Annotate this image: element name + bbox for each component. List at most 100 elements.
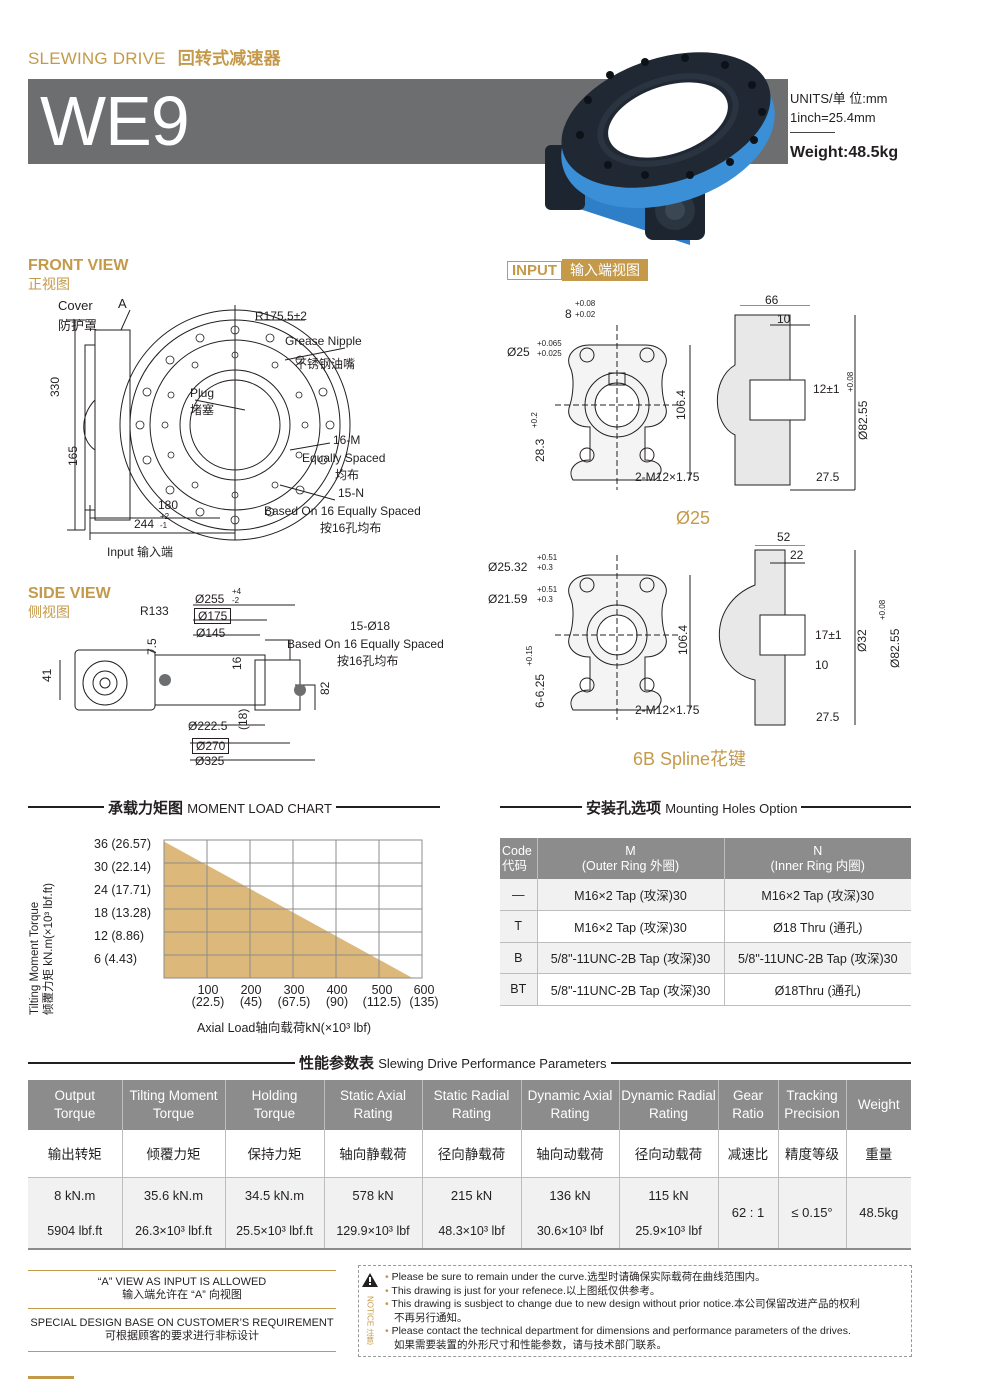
sv-r133: R133 xyxy=(140,604,169,618)
sv-d175: Ø175 xyxy=(194,608,232,624)
ytick-24: 24 (17.71) xyxy=(94,883,151,897)
ytick-30: 30 (22.14) xyxy=(94,860,151,874)
footer-a-view-cn: 输入端允许在 “A” 向视图 xyxy=(122,1289,242,1301)
warning-icon xyxy=(362,1273,378,1287)
ib-d106: 106.4 xyxy=(676,624,690,655)
pt-gear-ratio: 62 : 1 xyxy=(718,1177,779,1250)
series-en: SLEWING DRIVE xyxy=(28,49,166,68)
mt-n: Ø18Thru (通孔) xyxy=(724,973,911,1006)
pt-value-cell: 48.3×10³ lbf xyxy=(422,1213,522,1250)
mt-n: 5/8"-11UNC-2B Tap (攻深)30 xyxy=(724,942,911,974)
sv-d82: 82 xyxy=(318,681,332,695)
ib-d82-up: +0.08 xyxy=(878,599,887,620)
front-view-drawing xyxy=(67,305,351,541)
ytick-6: 6 (4.43) xyxy=(94,952,138,966)
sv-d145: Ø145 xyxy=(196,626,226,640)
footer-rule-mid xyxy=(28,1308,336,1309)
list-item-cont: 如果需要装置的外形尺寸和性能参数，请与技术部门联系。 xyxy=(394,1338,667,1351)
mt-n: Ø18 Thru (通孔) xyxy=(724,910,911,943)
it-d12: 12±1 xyxy=(813,382,840,396)
mt-code: BT xyxy=(500,973,538,1006)
inch-text: 1inch=25.4mm xyxy=(790,110,876,125)
pt-head-cell: Weight xyxy=(846,1080,911,1130)
pt-cn-cell: 轴向动载荷 xyxy=(521,1130,620,1178)
pt-value-cell: 30.6×10³ lbf xyxy=(521,1213,620,1250)
series-cn: 回转式减速器 xyxy=(177,49,281,68)
performance-title-cn: 性能参数表 xyxy=(299,1055,375,1072)
mt-code: B xyxy=(500,942,538,974)
it-thread: 2-M12×1.75 xyxy=(635,470,700,484)
it-d8: 8 xyxy=(565,307,572,321)
fv-based: Based On 16 Equally Spaced xyxy=(264,504,421,518)
mt-code: — xyxy=(500,879,538,911)
ib-caption: 6B Spline花键 xyxy=(633,749,747,769)
mounting-title-cn: 安装孔选项 xyxy=(586,800,662,817)
fv-plug-cn: 堵塞 xyxy=(190,403,215,417)
pt-cn-cell: 精度等级 xyxy=(778,1130,847,1178)
notice-list: Please be sure to remain under the curve… xyxy=(385,1271,860,1353)
sv-d255-dn: -2 xyxy=(232,596,240,605)
pt-value-cell: 35.6 kN.m xyxy=(122,1177,226,1213)
fv-radius: R175.5±2 xyxy=(255,309,307,323)
it-d106: 106.4 xyxy=(674,389,688,420)
sv-d41: 41 xyxy=(40,668,54,682)
ib-d32: Ø32 xyxy=(855,629,869,652)
pt-value-cell: 578 kN xyxy=(324,1177,423,1213)
mt-head-m: M(Outer Ring 外圈) xyxy=(537,838,725,879)
fv-d244: 244 xyxy=(134,517,155,531)
fv-eq: Equally Spaced xyxy=(302,451,386,465)
units-block: UNITS/单 位:mm 1inch=25.4mm xyxy=(790,89,888,127)
sv-based: Based On 16 Equally Spaced xyxy=(287,637,444,651)
model-name: WE9 xyxy=(40,82,190,160)
mt-m: 5/8"-11UNC-2B Tap (攻深)30 xyxy=(537,942,725,974)
table-row: 输出转矩倾覆力矩保持力矩轴向静载荷径向静载荷轴向动载荷径向动载荷减速比精度等级重… xyxy=(28,1130,911,1178)
ib-d22: 22 xyxy=(790,548,804,562)
moment-chart-yticks: 36 (26.57) 30 (22.14) 24 (17.71) 18 (13.… xyxy=(94,833,151,971)
fv-a: A xyxy=(118,296,127,311)
pt-value-cell: 215 kN xyxy=(422,1177,522,1213)
fv-d244-up: +2 xyxy=(160,512,170,521)
fv-cover: Cover xyxy=(58,298,93,313)
list-item-cont: 不再另行通知。 xyxy=(394,1311,468,1324)
ib-d2532-up: +0.51 xyxy=(537,553,558,562)
ib-d27: 27.5 xyxy=(816,710,840,724)
footer-a-view-en: “A” VIEW AS INPUT IS ALLOWED xyxy=(97,1276,267,1288)
mt-m: M16×2 Tap (攻深)30 xyxy=(537,910,725,943)
mt-m: 5/8"-11UNC-2B Tap (攻深)30 xyxy=(537,973,725,1006)
table-row: T M16×2 Tap (攻深)30 Ø18 Thru (通孔) xyxy=(500,910,911,943)
pt-cn-cell: 轴向静载荷 xyxy=(324,1130,423,1178)
xtick-500: 500(112.5) xyxy=(362,983,402,1009)
table-row: — M16×2 Tap (攻深)30 M16×2 Tap (攻深)30 xyxy=(500,879,911,911)
moment-chart-ylabel-en: Tilting Moment Torque xyxy=(29,901,41,1015)
pt-cn-cell: 径向动载荷 xyxy=(619,1130,719,1178)
page-corner-rule xyxy=(28,1376,74,1379)
it-d10: 10 xyxy=(777,312,791,326)
moment-chart-ylabel: Tilting Moment Torque 倾覆力矩 kN.m(×10³ lbf… xyxy=(28,883,56,1015)
units-text: UNITS/单 位:mm xyxy=(790,91,888,106)
ib-d625: 6-6.25 xyxy=(533,673,547,708)
xtick-100: 100(22.5) xyxy=(191,983,225,1009)
moment-chart-plot xyxy=(163,839,423,979)
ib-d625-up: +0.15 xyxy=(525,645,534,666)
it-d66: 66 xyxy=(765,293,779,307)
it-caption: Ø25 xyxy=(676,508,711,528)
fv-m: 16-M xyxy=(333,433,361,447)
fv-input: Input 输入端 xyxy=(107,545,174,559)
xtick-600: 600(135) xyxy=(409,983,439,1009)
it-d8-dn: +0.02 xyxy=(575,310,596,319)
pt-cn-cell: 输出转矩 xyxy=(28,1130,123,1178)
pt-value-cell: 25.5×10³ lbf.ft xyxy=(225,1213,325,1250)
side-view-drawing xyxy=(59,604,316,761)
sv-d222: Ø222.5 xyxy=(188,719,228,733)
fv-cover-cn: 防护罩 xyxy=(58,318,98,333)
moment-chart-frame xyxy=(163,839,423,979)
front-view-title: FRONT VIEW 正视图 xyxy=(28,257,128,293)
mounting-header: 安装孔选项 Mounting Holes Option xyxy=(582,797,802,818)
ib-d2159-up: +0.51 xyxy=(537,585,558,594)
sv-d325: Ø325 xyxy=(195,754,225,768)
ytick-36: 36 (26.57) xyxy=(94,837,151,851)
mounting-title-en: Mounting Holes Option xyxy=(665,801,798,816)
